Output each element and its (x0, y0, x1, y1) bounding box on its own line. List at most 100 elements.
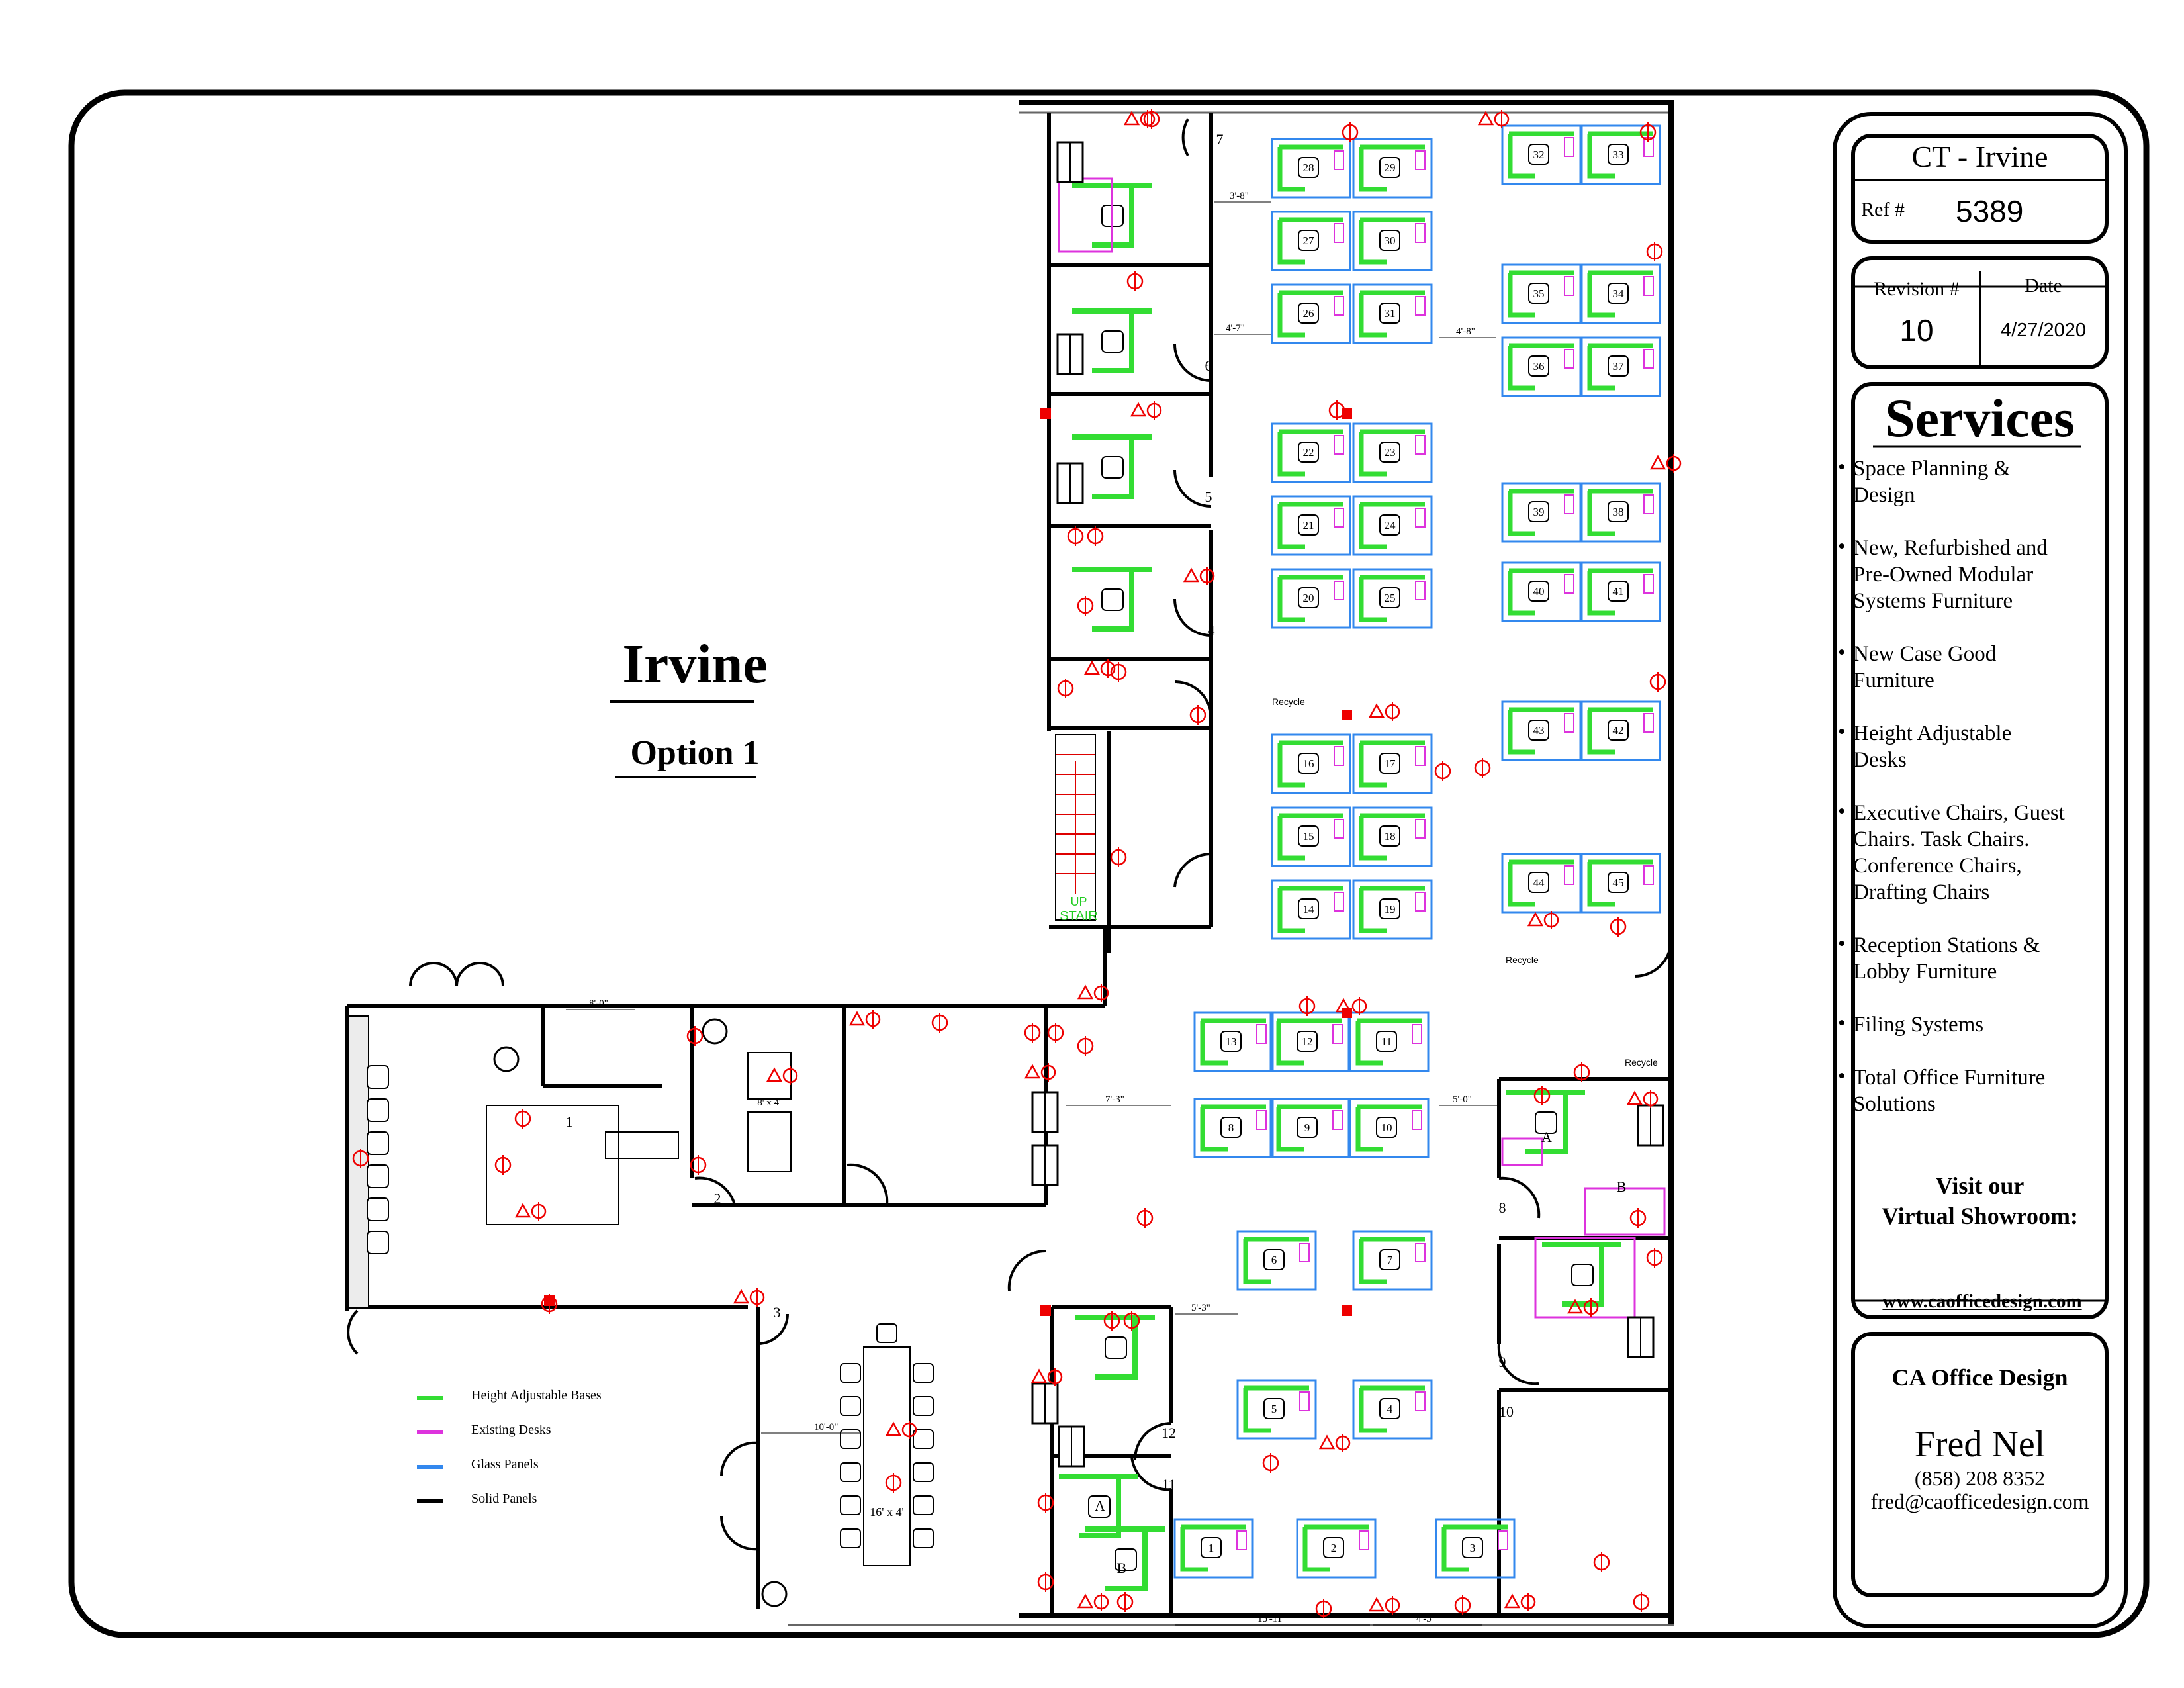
room-number: 5 (1205, 489, 1212, 505)
electrical-outlet-icon (1103, 1311, 1120, 1331)
workstation-number: 38 (1613, 506, 1624, 518)
workstation: 12 (1269, 1011, 1350, 1072)
recycle-label: Recycle (1272, 696, 1305, 707)
electrical-outlet-icon (1434, 761, 1451, 781)
stair (1055, 734, 1096, 921)
workstation: 17 (1352, 733, 1433, 794)
room-number: 10 (1499, 1403, 1514, 1420)
dimension-label: 8'-0" (589, 998, 608, 1009)
office-desk (1072, 308, 1152, 373)
electrical-outlet-icon (686, 1026, 704, 1046)
workstation: 4 (1352, 1379, 1433, 1440)
office-label-a-small: A (1095, 1497, 1105, 1514)
workstation: 44 (1501, 853, 1582, 914)
storefront-glass (348, 1015, 369, 1308)
workstation: 19 (1352, 879, 1433, 940)
file-cabinet (1056, 462, 1084, 504)
room-number: 11 (1161, 1476, 1175, 1493)
legend-label: Glass Panels (471, 1457, 539, 1472)
workstation-number: 6 (1271, 1254, 1277, 1266)
electrical-outlet-icon (1639, 122, 1657, 142)
service-item-line: Reception Stations & (1853, 933, 2040, 957)
service-item-line: Pre-Owned Modular (1853, 563, 2034, 586)
office-desk (1072, 567, 1152, 632)
electrical-outlet-icon (1116, 1592, 1134, 1612)
workstation-number: 27 (1303, 234, 1315, 247)
sheet-border (68, 89, 2150, 1638)
file-cabinet (1031, 1091, 1059, 1133)
electrical-outlet-icon (1629, 1208, 1647, 1228)
room-number: 12 (1161, 1425, 1176, 1441)
room-number: 1 (566, 1113, 573, 1130)
electrical-outlet-icon (514, 1109, 531, 1129)
power-pole-icon (1342, 1008, 1352, 1018)
workstation: 8 (1193, 1098, 1274, 1158)
workstation-number: 14 (1303, 903, 1315, 915)
electrical-outlet-icon (1024, 1063, 1056, 1082)
electrical-outlet-icon (1183, 567, 1215, 585)
workstation-number: 29 (1385, 162, 1396, 174)
legend-label: Existing Desks (471, 1423, 551, 1437)
service-item-line: Drafting Chairs (1853, 880, 1990, 904)
workstation: 14 (1271, 879, 1351, 940)
plan-title: Irvine (622, 633, 768, 695)
workstation-number: 31 (1385, 307, 1396, 320)
legend-label: Solid Panels (471, 1491, 537, 1506)
electrical-outlet-icon (1533, 1086, 1551, 1105)
reception-desk (486, 1105, 619, 1225)
service-item-line: Total Office Furniture (1853, 1066, 2046, 1090)
electrical-outlet-icon (1030, 1368, 1063, 1386)
electrical-outlet-icon (1262, 1453, 1279, 1473)
electrical-outlet-icon (1633, 1592, 1650, 1612)
electrical-outlet-icon (1646, 1248, 1663, 1268)
electrical-outlet-icon (1342, 122, 1359, 142)
workstation: 31 (1352, 283, 1433, 344)
power-pole-icon (1342, 1305, 1352, 1316)
contact-email[interactable]: fred@caofficedesign.com (1870, 1489, 2089, 1513)
contact-name: Fred Nel (1914, 1424, 2046, 1465)
electrical-outlet-icon (733, 1288, 765, 1307)
electrical-outlet-icon (1318, 1434, 1351, 1452)
title-block (1833, 112, 2128, 1628)
service-item-line: Filing Systems (1853, 1013, 1984, 1037)
power-pole-icon (1342, 408, 1352, 419)
room-number: 7 (1216, 131, 1224, 148)
electrical-outlet-icon (514, 1202, 547, 1221)
workstation-number: 8 (1228, 1121, 1234, 1134)
workstation: 1 (1173, 1518, 1254, 1579)
workstation-number: 24 (1385, 519, 1396, 532)
conference-table (863, 1346, 911, 1566)
electrical-outlet-icon (1087, 526, 1104, 546)
workstation-number: 28 (1303, 162, 1314, 174)
service-item-line: Solutions (1853, 1092, 1936, 1116)
service-bullet: • (1838, 641, 1846, 665)
dimension-label: 4'-8" (1456, 326, 1475, 337)
workstation-number: 12 (1302, 1035, 1313, 1048)
dimension-label: 4'-5" (1416, 1614, 1435, 1624)
workstation-number: 21 (1303, 519, 1314, 532)
workstation-number: 7 (1387, 1254, 1393, 1266)
electrical-outlet-icon (690, 1155, 707, 1175)
dimension-label: 5'-0" (1453, 1094, 1472, 1105)
workstation: 5 (1236, 1379, 1317, 1440)
workstation: 36 (1501, 336, 1582, 397)
workstation: 25 (1352, 568, 1433, 629)
workstation-number: 4 (1387, 1403, 1393, 1415)
workstation: 22 (1271, 422, 1351, 483)
workstation-number: 30 (1385, 234, 1396, 247)
electrical-outlet-icon (1593, 1552, 1610, 1572)
workstation: 3 (1435, 1518, 1516, 1579)
electrical-outlet-icon (1474, 758, 1491, 778)
office-label-b: B (1617, 1178, 1627, 1195)
workstation-number: 20 (1303, 592, 1314, 604)
legend-swatches (417, 1396, 443, 1503)
conference-table-size: 16' x 4' (870, 1505, 904, 1519)
electrical-outlet-icon (1143, 109, 1160, 129)
website-link[interactable]: www.caofficedesign.com (1882, 1291, 2082, 1312)
stair-up-label: UP (1070, 895, 1087, 908)
file-cabinet (1031, 1144, 1059, 1186)
electrical-outlet-icon (1368, 702, 1400, 721)
electrical-outlet-icon (1315, 1599, 1332, 1618)
workstation-number: 19 (1385, 903, 1396, 915)
